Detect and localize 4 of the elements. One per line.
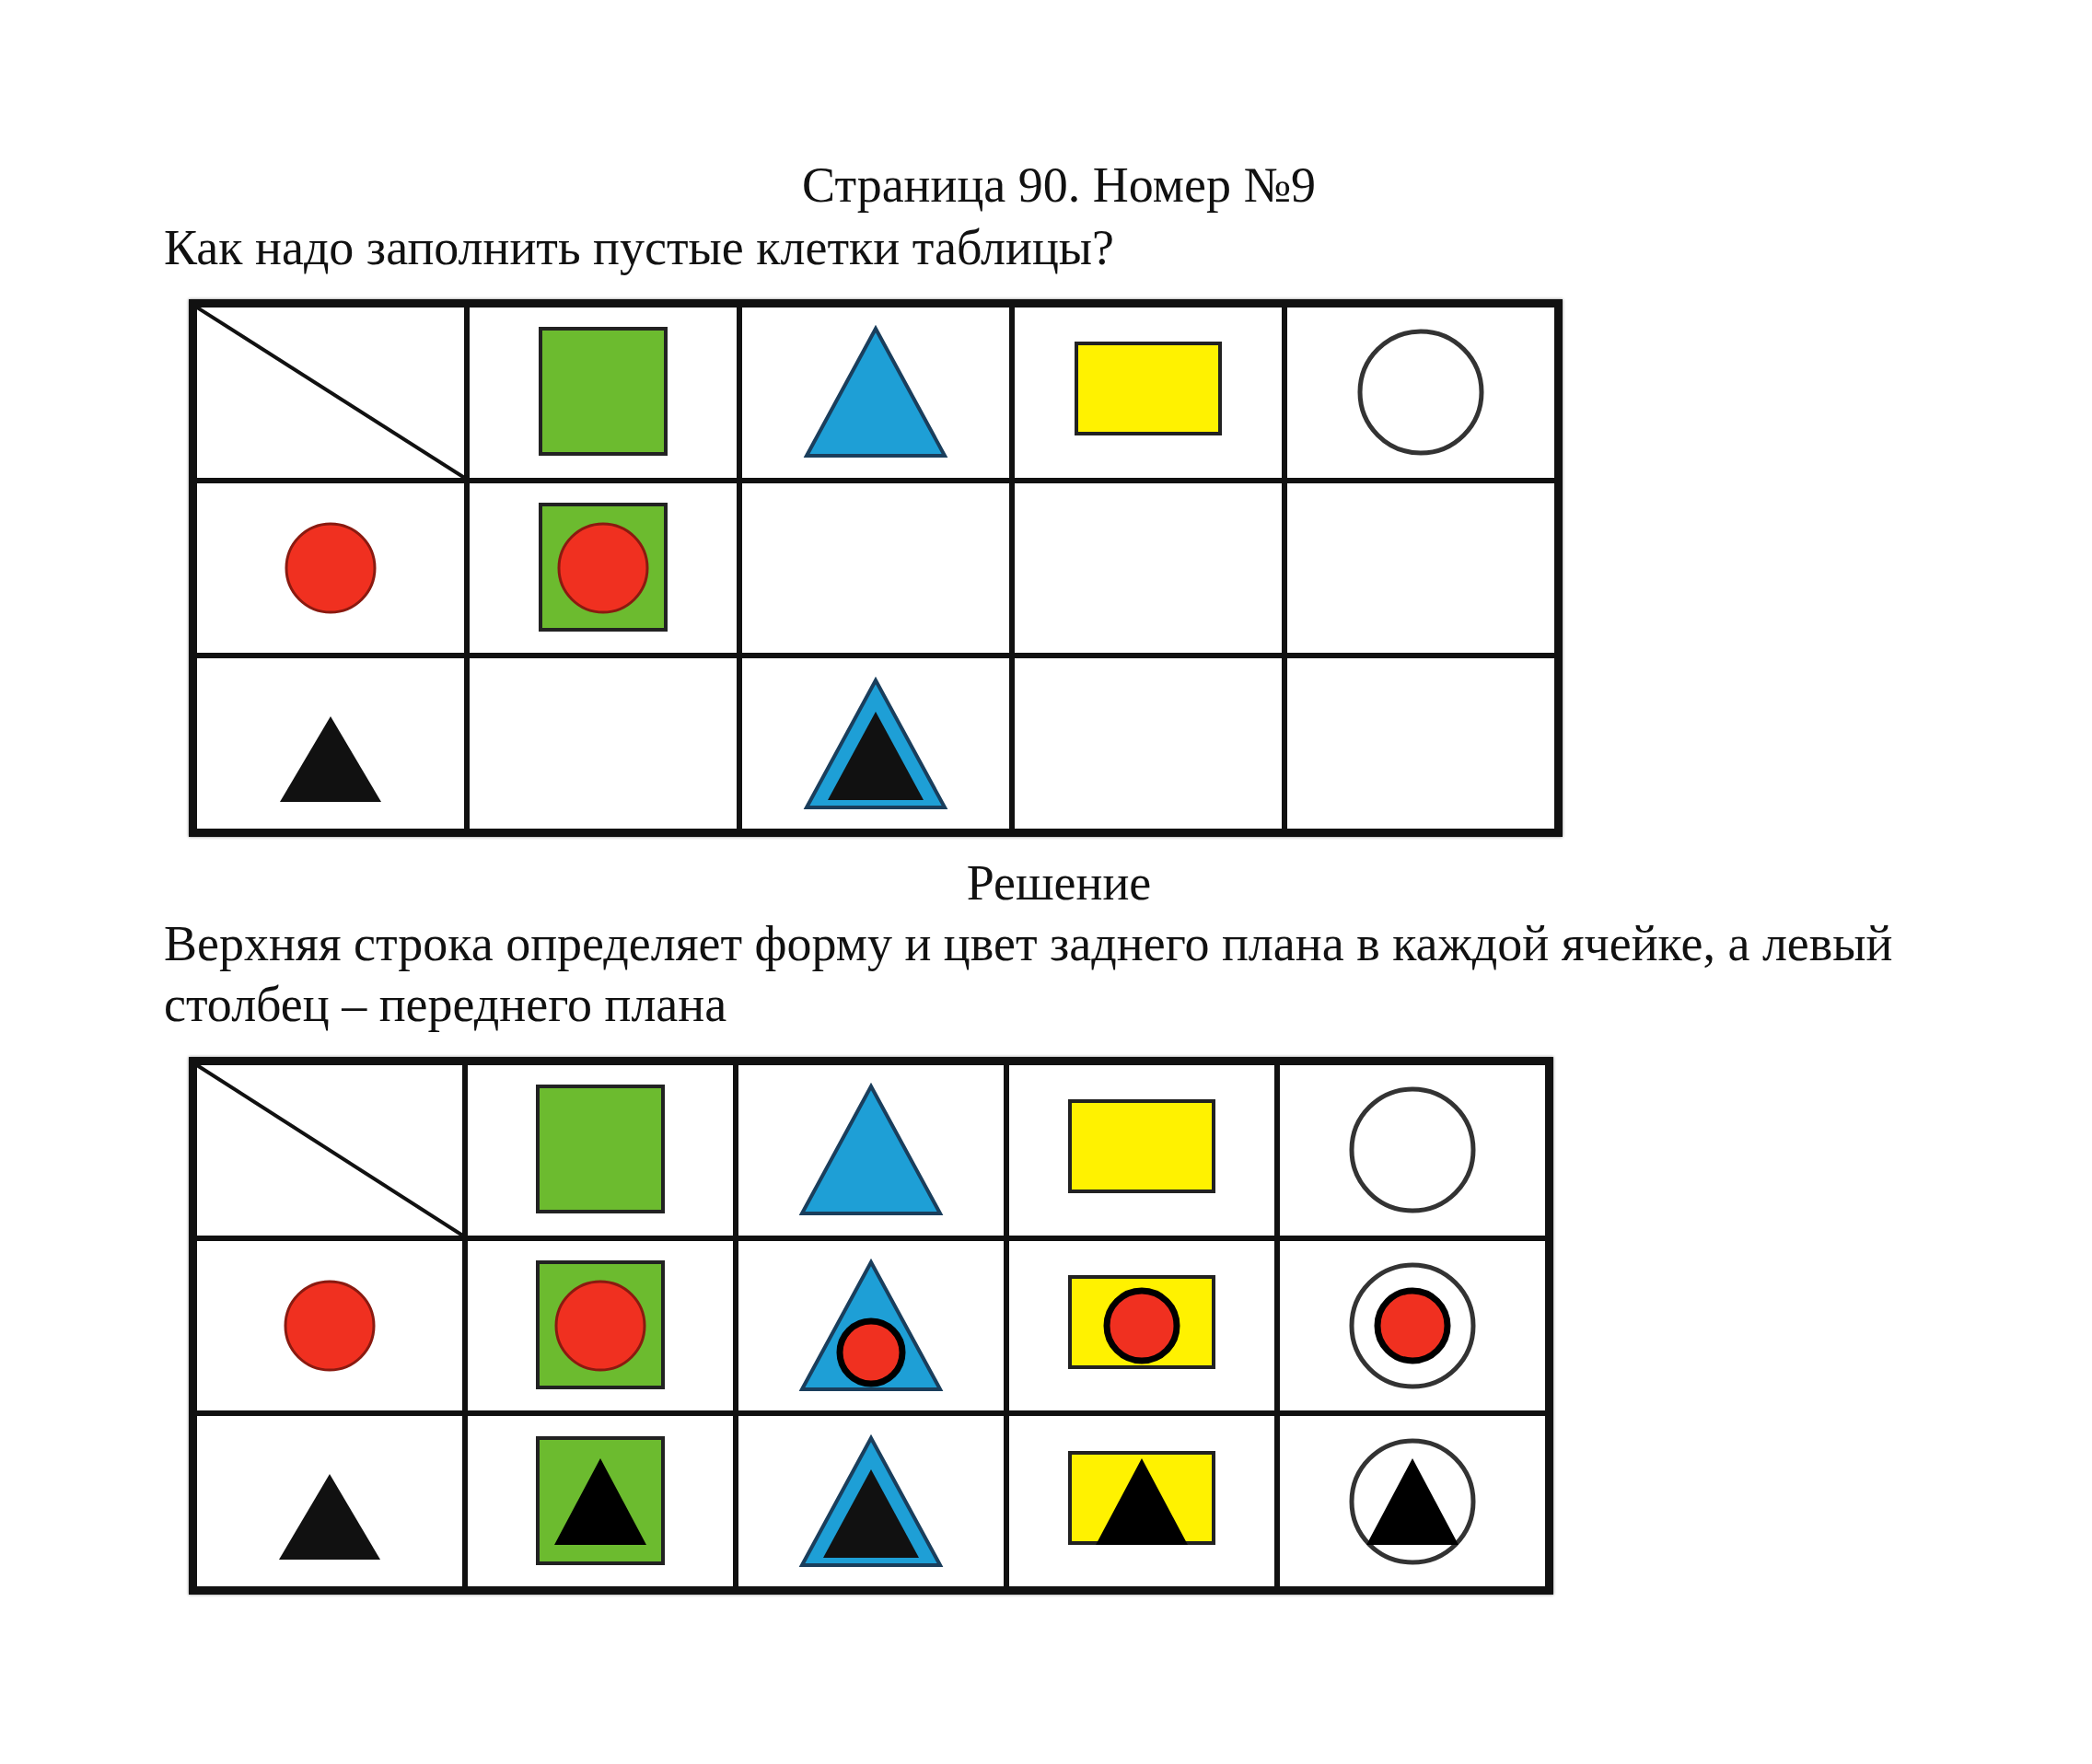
question-text: Как надо заполнить пустые клетки таблицы? — [164, 219, 1115, 277]
section-heading: Решение — [965, 854, 1153, 912]
page-title: Страница 90. Номер №9 — [801, 157, 1317, 215]
explanation-text: Верхняя строка определяет форму и цвет заднего плана в каждой ячейке, а левый столбец – переднего плана — [164, 915, 1894, 1034]
